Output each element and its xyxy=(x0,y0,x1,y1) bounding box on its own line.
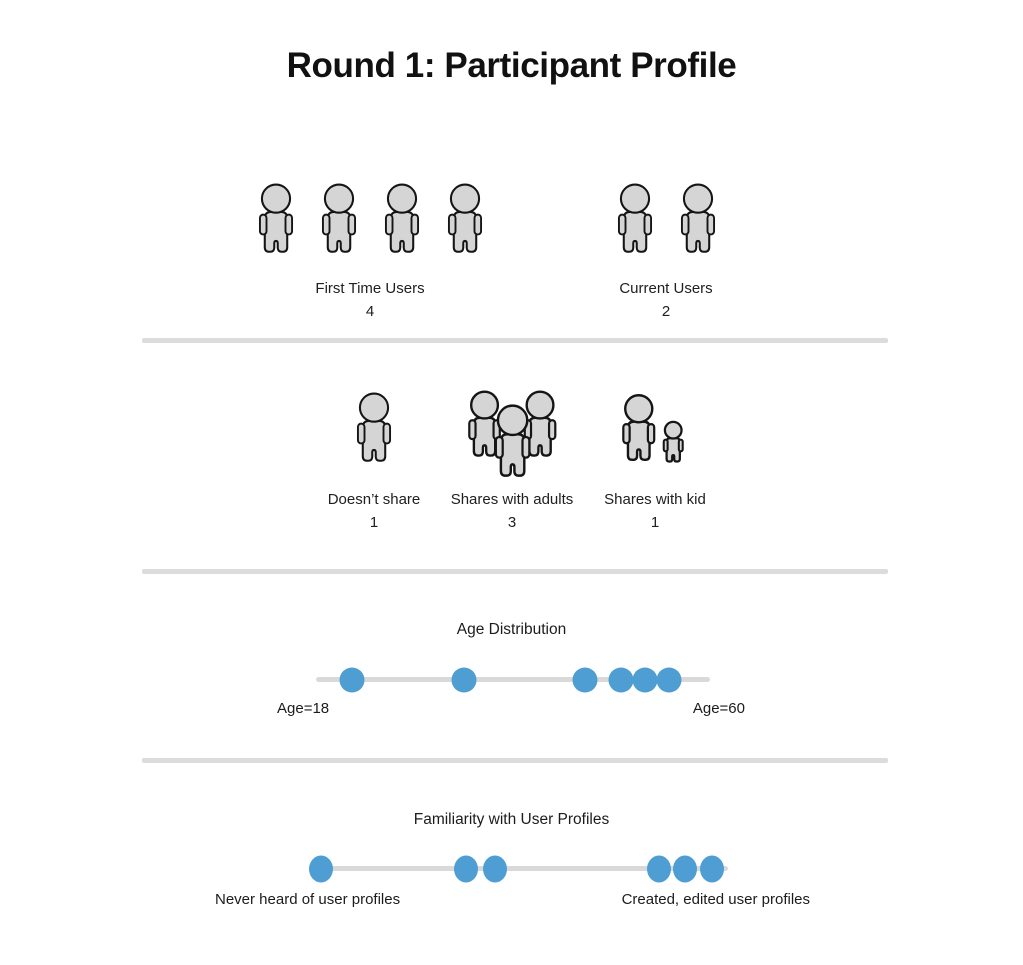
page-title: Round 1: Participant Profile xyxy=(286,46,737,85)
person-icon xyxy=(447,183,482,253)
person-icon xyxy=(258,183,293,253)
data-point-dot xyxy=(647,855,672,882)
group-label: Shares with kid xyxy=(604,491,706,508)
group-doesnt-share: Doesn’t share 1 xyxy=(294,388,454,530)
group-label: Current Users xyxy=(619,280,713,297)
data-point-dot xyxy=(608,667,634,692)
data-point-dot xyxy=(453,855,478,882)
group-label: First Time Users xyxy=(315,280,425,297)
person-icons xyxy=(257,182,484,255)
data-point-dot xyxy=(339,667,365,692)
data-point-dot xyxy=(483,855,508,882)
familiarity-dot-line xyxy=(308,855,728,882)
person-group-icons xyxy=(465,388,560,480)
group-label: Doesn’t share xyxy=(327,491,421,508)
group-count: 1 xyxy=(650,514,660,531)
group-count: 3 xyxy=(507,514,517,531)
person-icon xyxy=(617,183,652,253)
data-point-dot xyxy=(572,667,598,692)
person-icons xyxy=(355,388,393,480)
group-shares-with-adults: Shares with adults 3 xyxy=(432,388,592,530)
age-chart-title: Age Distribution xyxy=(456,621,567,638)
group-shares-with-kid: Shares with kid 1 xyxy=(575,388,735,530)
section-divider xyxy=(142,569,888,574)
familiarity-min-label: Never heard of user profiles xyxy=(215,891,401,908)
section-divider xyxy=(142,338,888,343)
person-icons xyxy=(616,182,717,255)
data-point-dot xyxy=(308,855,333,882)
adult-with-kid-icon xyxy=(622,394,684,463)
group-count: 4 xyxy=(365,303,375,320)
familiarity-max-label: Created, edited user profiles xyxy=(621,891,810,908)
age-dot-line xyxy=(316,667,710,692)
person-icon xyxy=(356,392,392,462)
age-max-label: Age=60 xyxy=(692,700,745,717)
person-icon xyxy=(384,183,419,253)
group-label: Shares with adults xyxy=(450,491,574,508)
data-point-dot xyxy=(700,855,725,882)
data-point-dot xyxy=(451,667,477,692)
person-icon xyxy=(321,183,356,253)
group-first-time-users: First Time Users 4 xyxy=(240,182,500,319)
person-icon xyxy=(680,183,715,253)
data-point-dot xyxy=(672,855,697,882)
adult-with-kid-icons xyxy=(620,388,690,480)
group-count: 1 xyxy=(369,514,379,531)
group-count: 2 xyxy=(661,303,671,320)
familiarity-chart-title: Familiarity with User Profiles xyxy=(413,811,610,828)
data-point-dot xyxy=(632,667,658,692)
data-point-dot xyxy=(656,667,682,692)
person-group-icon xyxy=(467,390,556,477)
group-current-users: Current Users 2 xyxy=(536,182,796,319)
age-min-label: Age=18 xyxy=(277,700,330,717)
section-divider xyxy=(142,758,888,763)
